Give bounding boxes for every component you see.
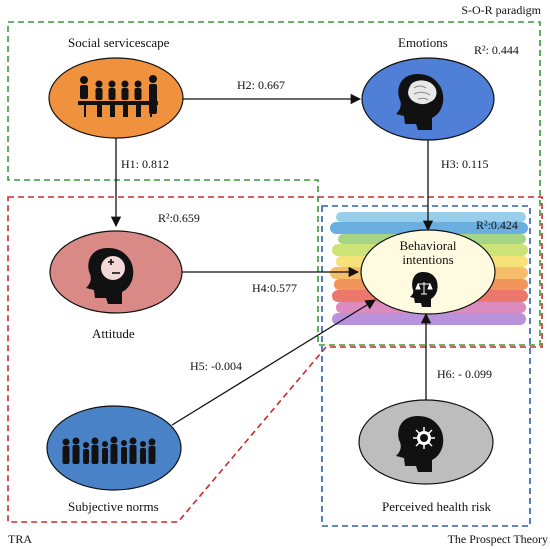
path-h2-label: H2: 0.667	[237, 78, 285, 92]
prospect-theory-label: The Prospect Theory	[448, 532, 548, 546]
sor-paradigm-label: S-O-R paradigm	[461, 3, 541, 17]
path-h5-label: H5: -0.004	[190, 359, 242, 373]
social-servicescape-node	[48, 57, 184, 139]
attitude-label: Attitude	[92, 326, 135, 341]
path-h5-arrow	[171, 299, 376, 426]
emotions-label: Emotions	[398, 35, 448, 50]
crowd-icon	[62, 436, 156, 464]
social-servicescape-label: Social servicescape	[68, 35, 170, 50]
behavioral-intentions-node	[360, 229, 496, 315]
head-brain-icon	[396, 74, 444, 130]
prospect-theory-boundary	[321, 205, 531, 527]
path-h1-label: H1: 0.812	[121, 157, 169, 171]
subjective-norms-label: Subjective norms	[68, 499, 159, 514]
tra-boundary	[7, 196, 543, 523]
head-virus-icon	[396, 416, 444, 472]
behavioral-intentions-r2: R²:0.424	[476, 218, 518, 232]
behavioral-intentions-label-line1: Behavioral	[399, 238, 456, 253]
scales-icon	[410, 272, 438, 307]
attitude-r2: R²:0.659	[158, 211, 200, 225]
head-plus-minus-icon	[86, 248, 134, 304]
emotions-r2: R²: 0.444	[474, 43, 519, 57]
path-h4-label: H4:0.577	[252, 281, 297, 295]
path-h6-label: H6: - 0.099	[437, 367, 492, 381]
behavioral-intentions-label-line2: intentions	[402, 252, 453, 267]
tra-label: TRA	[8, 532, 32, 546]
path-h3-label: H3: 0.115	[441, 157, 489, 171]
perceived-health-risk-label: Perceived health risk	[382, 499, 492, 514]
dining-people-icon	[78, 75, 158, 117]
sor-paradigm-boundary	[7, 21, 541, 346]
